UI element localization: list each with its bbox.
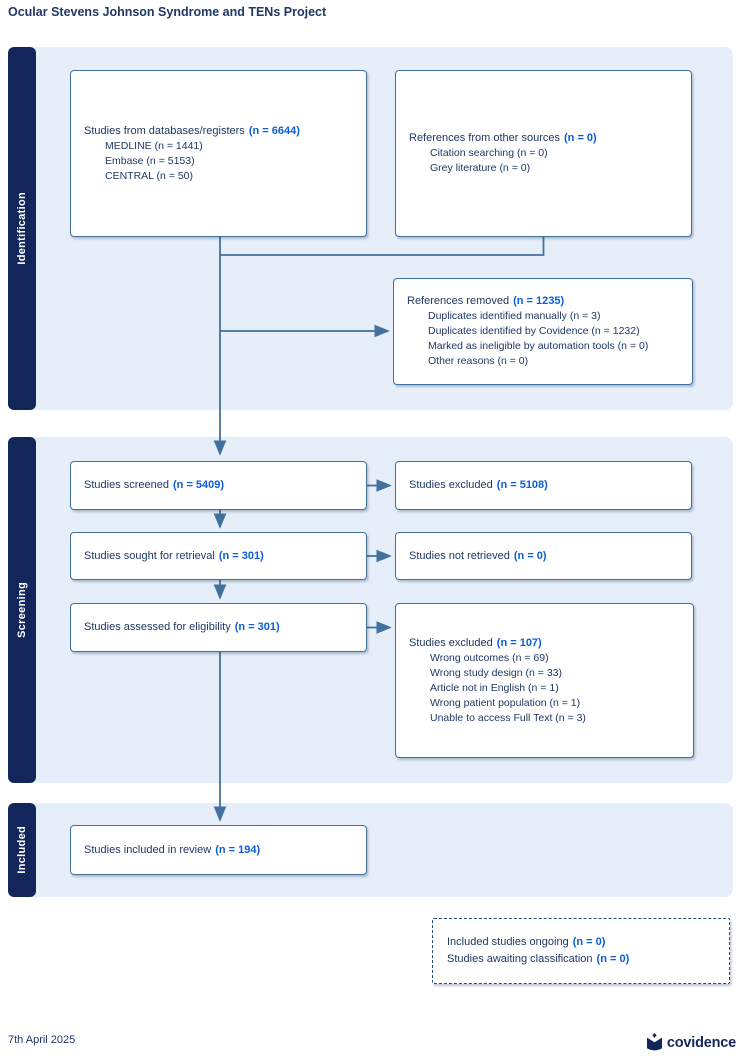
box-item: Marked as ineligible by automation tools… [428, 340, 649, 352]
awaiting-line: Studies awaiting classification(n = 0) [447, 951, 721, 969]
count-value: (n = 0) [596, 953, 630, 965]
box-heading: Studies not retrieved(n = 0) [409, 549, 683, 564]
box-heading: References removed(n = 1235) [407, 294, 684, 309]
box-studies-assessed-eligibility: Studies assessed for eligibility(n = 301… [70, 603, 367, 652]
count-value: (n = 6644) [248, 124, 300, 137]
box-references-other-sources: References from other sources(n = 0) Cit… [395, 70, 692, 237]
box-item: CENTRAL (n = 50) [105, 169, 194, 182]
ongoing-text: Included studies ongoing [447, 935, 569, 948]
box-heading: Studies sought for retrieval(n = 301) [84, 549, 358, 564]
box-heading: Studies included in review(n = 194) [84, 843, 358, 858]
box-item: Other reasons (n = 0) [428, 355, 529, 367]
stage-label-identification: Identification [8, 47, 36, 410]
box-heading: Studies excluded(n = 107) [409, 636, 685, 651]
box-heading: References from other sources(n = 0) [409, 131, 683, 146]
stage-label-included: Included [8, 803, 36, 897]
box-item: Wrong patient population (n = 1) [430, 696, 581, 709]
box-item: Embase (n = 5153) [105, 154, 195, 167]
stage-label-screening: Screening [8, 437, 36, 783]
covidence-logo-icon [646, 1033, 662, 1051]
box-studies-from-databases: Studies from databases/registers(n = 664… [70, 70, 367, 237]
count-value: (n = 301) [218, 549, 264, 562]
stage-label-included-text: Included [16, 826, 28, 874]
stage-label-identification-text: Identification [16, 192, 28, 265]
box-studies-excluded-eligibility: Studies excluded(n = 107) Wrong outcomes… [395, 603, 694, 758]
box-item: Duplicates identified manually (n = 3) [428, 310, 601, 322]
stage-label-screening-text: Screening [16, 582, 28, 638]
count-value: (n = 5409) [173, 479, 225, 491]
box-studies-not-retrieved: Studies not retrieved(n = 0) [395, 532, 692, 580]
heading-text: Studies from databases/registers [84, 124, 245, 137]
count-value: (n = 107) [496, 636, 542, 649]
count-value: (n = 0) [564, 132, 597, 144]
box-item: Wrong study design (n = 33) [430, 666, 563, 679]
box-item: Grey literature (n = 0) [430, 162, 531, 174]
heading-text: Studies excluded [409, 636, 493, 649]
heading-text: Studies excluded [409, 479, 493, 491]
heading-text: Studies included in review [84, 843, 212, 856]
awaiting-text: Studies awaiting classification [447, 953, 593, 965]
covidence-wordmark: covidence [666, 1034, 736, 1051]
count-value: (n = 0) [572, 935, 606, 948]
page-title: Ocular Stevens Johnson Syndrome and TENs… [8, 5, 327, 19]
box-item: Unable to access Full Text (n = 3) [430, 711, 586, 724]
box-ongoing-awaiting-classification: Included studies ongoing(n = 0) Studies … [432, 918, 730, 984]
box-item: Wrong outcomes (n = 69) [430, 651, 549, 664]
box-item: Citation searching (n = 0) [430, 147, 548, 159]
box-studies-screened: Studies screened (n = 5409) [70, 461, 367, 510]
count-value: (n = 301) [234, 621, 280, 633]
box-heading: Studies excluded(n = 5108) [409, 478, 683, 493]
box-studies-sought-retrieval: Studies sought for retrieval(n = 301) [70, 532, 367, 580]
covidence-brand: covidence [646, 1033, 736, 1052]
count-value: (n = 0) [513, 549, 547, 562]
box-studies-excluded-screening: Studies excluded(n = 5108) [395, 461, 692, 510]
box-heading: Studies from databases/registers(n = 664… [84, 124, 358, 139]
box-item: Duplicates identified by Covidence (n = … [428, 325, 640, 337]
box-heading: Studies screened (n = 5409) [84, 478, 358, 493]
heading-text: References removed [407, 295, 510, 307]
heading-text: Studies screened [84, 479, 169, 491]
heading-text: Studies not retrieved [409, 549, 510, 562]
box-studies-included-review: Studies included in review(n = 194) [70, 825, 367, 875]
report-date: 7th April 2025 [8, 1034, 76, 1046]
box-references-removed: References removed(n = 1235) Duplicates … [393, 278, 693, 385]
ongoing-line: Included studies ongoing(n = 0) [447, 934, 721, 952]
heading-text: Studies assessed for eligibility [84, 621, 231, 633]
box-heading: Studies assessed for eligibility(n = 301… [84, 620, 358, 635]
heading-text: Studies sought for retrieval [84, 549, 215, 562]
box-item: MEDLINE (n = 1441) [105, 139, 203, 152]
box-item: Article not in English (n = 1) [430, 681, 559, 694]
count-value: (n = 1235) [513, 295, 565, 307]
count-value: (n = 194) [215, 843, 261, 856]
count-value: (n = 5108) [496, 479, 548, 491]
heading-text: References from other sources [409, 132, 561, 144]
